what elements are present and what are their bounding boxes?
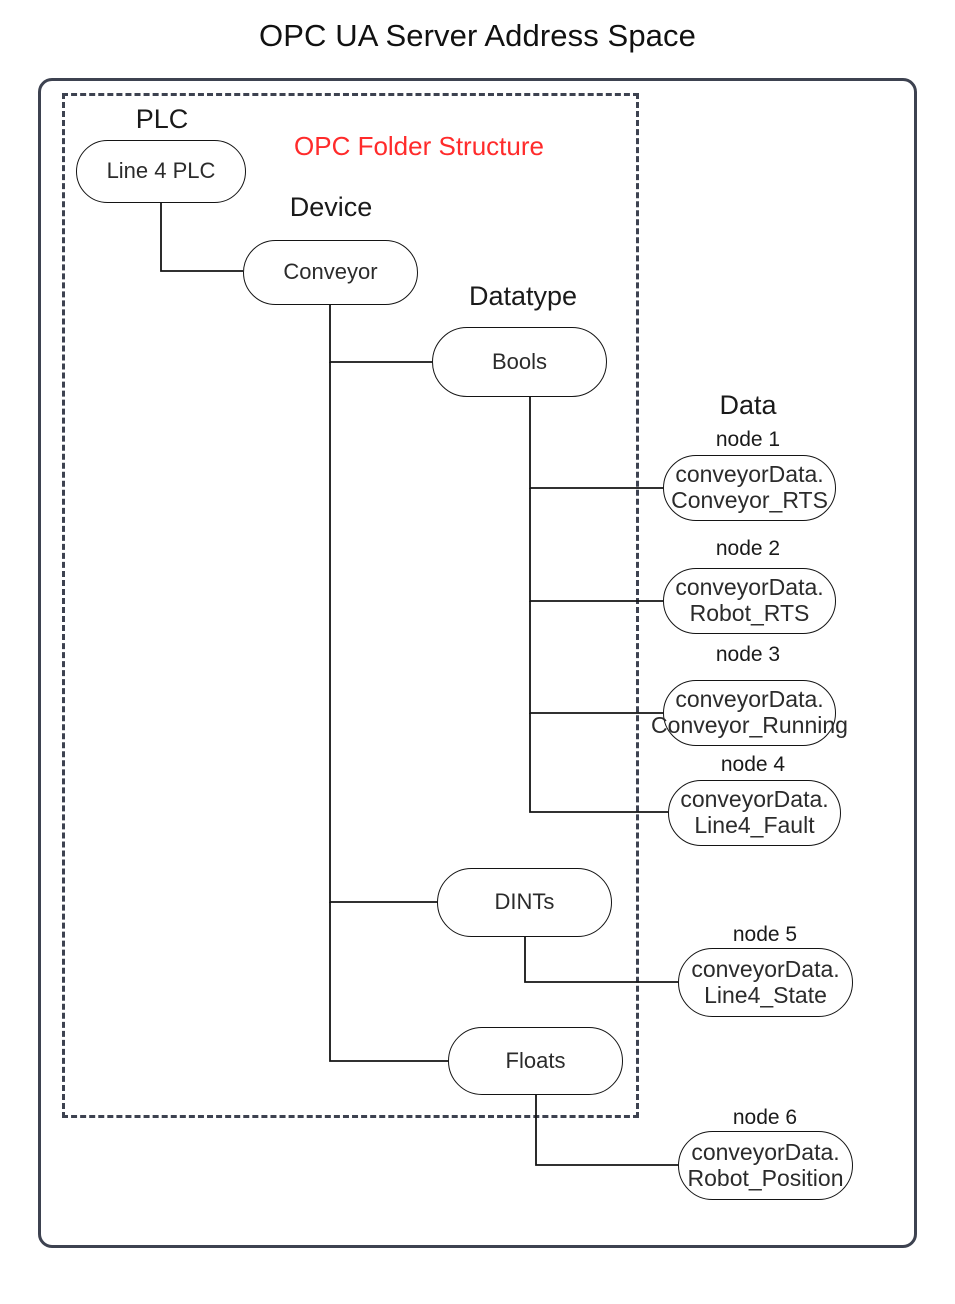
node-floats-label: Floats <box>505 1047 566 1073</box>
node-conveyor-running-line2: Conveyor_Running <box>651 712 848 738</box>
node-caption-5: node 5 <box>732 923 798 946</box>
node-robot-position-line1: conveyorData. <box>691 1138 840 1165</box>
node-robot-position-line2: Robot_Position <box>687 1164 844 1191</box>
group-label-datatype: Datatype <box>468 281 578 311</box>
node-robot-rts-line1: conveyorData. <box>675 574 824 601</box>
node-conveyor-rts[interactable]: conveyorData. Conveyor_RTS <box>663 455 836 521</box>
node-robot-position[interactable]: conveyorData. Robot_Position <box>678 1131 853 1200</box>
node-line4-fault-line2: Line4_Fault <box>694 812 815 838</box>
node-bools-label: Bools <box>491 348 548 374</box>
node-caption-4: node 4 <box>720 753 786 776</box>
page-title: OPC UA Server Address Space <box>259 18 696 53</box>
node-conveyor[interactable]: Conveyor <box>243 240 418 305</box>
node-line4-plc[interactable]: Line 4 PLC <box>76 140 246 203</box>
node-conveyor-running-line1: conveyorData. <box>675 686 824 713</box>
node-robot-rts-line2: Robot_RTS <box>689 600 810 626</box>
node-conveyor-rts-line1: conveyorData. <box>675 461 824 488</box>
node-caption-6: node 6 <box>732 1106 798 1129</box>
node-conveyor-running[interactable]: conveyorData. Conveyor_Running <box>651 680 848 746</box>
node-line4-state-line2: Line4_State <box>704 981 827 1008</box>
node-conveyor-label: Conveyor <box>283 259 378 285</box>
node-line4-state-line1: conveyorData. <box>691 955 840 982</box>
group-label-plc: PLC <box>135 104 189 134</box>
node-line4-fault-line1: conveyorData. <box>680 786 829 813</box>
server-address-space-frame <box>38 78 917 1248</box>
opc-folder-structure-label: OPC Folder Structure <box>294 131 544 161</box>
node-caption-1: node 1 <box>715 428 781 451</box>
group-label-data: Data <box>719 390 777 420</box>
node-caption-3: node 3 <box>715 643 781 666</box>
node-caption-2: node 2 <box>715 537 781 560</box>
node-floats[interactable]: Floats <box>448 1027 623 1095</box>
node-conveyor-rts-line2: Conveyor_RTS <box>671 487 828 513</box>
node-line4-fault[interactable]: conveyorData. Line4_Fault <box>668 780 841 846</box>
node-bools[interactable]: Bools <box>432 327 607 397</box>
node-line4-state[interactable]: conveyorData. Line4_State <box>678 948 853 1017</box>
node-dints[interactable]: DINTs <box>437 868 612 937</box>
node-dints-label: DINTs <box>494 889 555 915</box>
node-line4-plc-label: Line 4 PLC <box>106 158 216 184</box>
group-label-device: Device <box>289 192 373 222</box>
node-robot-rts[interactable]: conveyorData. Robot_RTS <box>663 568 836 634</box>
